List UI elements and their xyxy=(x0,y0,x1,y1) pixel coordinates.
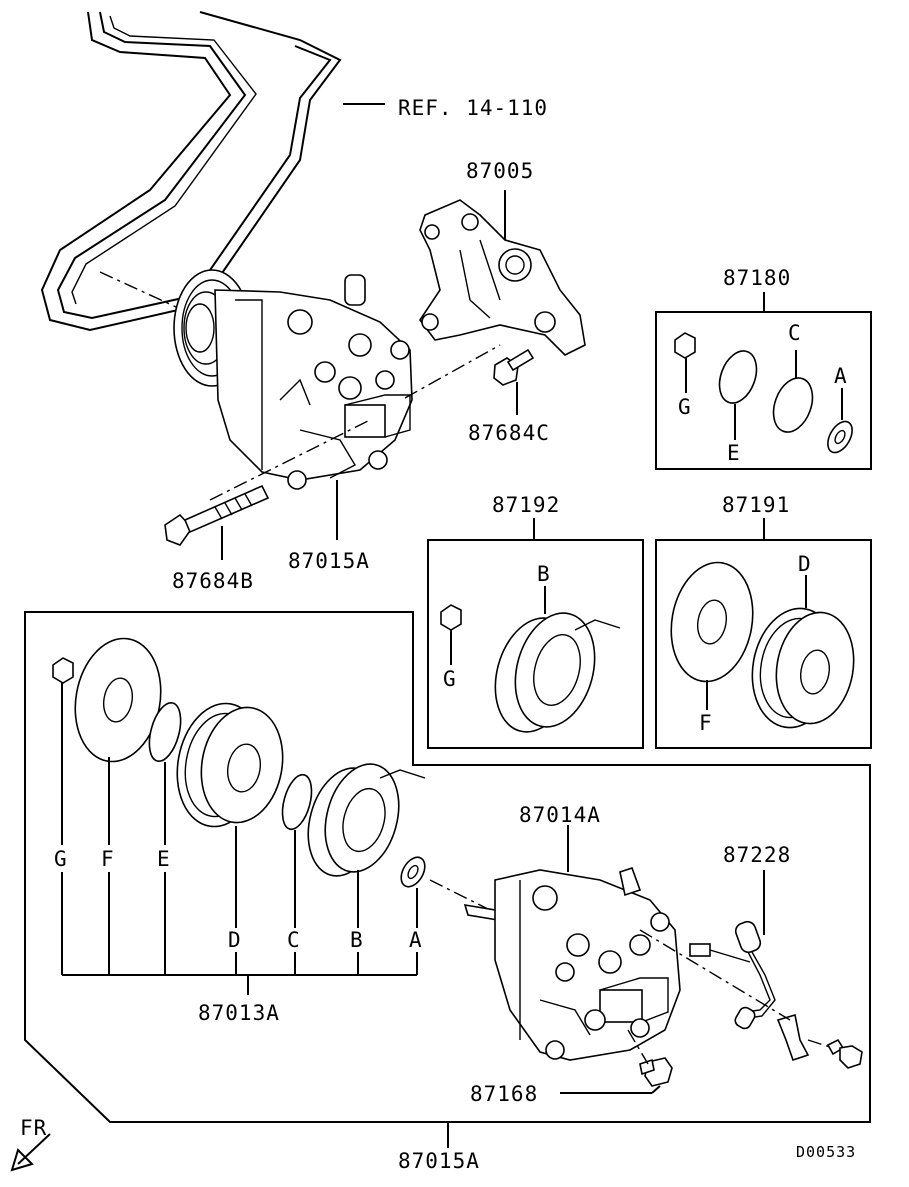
axis-relief-valve xyxy=(627,1029,649,1065)
kit-87180-e: E xyxy=(727,441,741,465)
clutch-set-bracket xyxy=(61,683,418,995)
front-arrow-icon xyxy=(10,1133,51,1172)
kit-87180-shim-a xyxy=(827,420,853,454)
kit-87191-d: D xyxy=(798,552,812,576)
kit-87192-box xyxy=(427,539,644,749)
diagram-code: D00533 xyxy=(796,1143,856,1161)
clutch-pressure-plate-f xyxy=(74,637,162,763)
clutch-f: F xyxy=(101,847,115,871)
clutch-shim-a xyxy=(400,856,426,888)
kit-87180-snap-ring-c xyxy=(772,377,814,433)
kit-87180-a: A xyxy=(834,364,848,388)
clutch-snap-ring-e xyxy=(148,701,182,763)
kit-87180-label: 87180 xyxy=(723,266,791,290)
kit-87180-box xyxy=(655,311,872,470)
compressor-body xyxy=(463,866,681,1061)
compressor-bracket xyxy=(419,199,586,356)
clutch-b: B xyxy=(350,928,364,952)
clutch-c: C xyxy=(287,928,301,952)
relief-valve xyxy=(639,1057,673,1087)
clutch-e: E xyxy=(157,847,171,871)
drive-belt xyxy=(40,11,342,332)
wiring-harness xyxy=(689,920,810,1062)
kit-87191-pulley xyxy=(751,607,855,729)
kit-87180-snap-ring-e xyxy=(718,350,758,404)
clutch-snap-ring-c xyxy=(281,773,313,831)
kit-87191-box xyxy=(655,539,872,749)
clutch-g: G xyxy=(54,847,68,871)
kit-87192-field-coil xyxy=(494,612,621,733)
kit-87191-label: 87191 xyxy=(722,493,790,517)
compressor-bottom-label: 87015A xyxy=(398,1149,480,1173)
kit-87192-label: 87192 xyxy=(492,493,560,517)
compressor-assembly-outline xyxy=(24,611,871,1123)
ref-label: REF. 14-110 xyxy=(398,96,548,120)
axis-bolt xyxy=(209,419,371,501)
relief-valve-leader-tip xyxy=(651,1085,661,1094)
clutch-set-label: 87013A xyxy=(198,1001,280,1025)
compressor-bolt xyxy=(164,484,270,546)
harness-label: 87228 xyxy=(723,843,791,867)
compressor-top xyxy=(173,269,413,490)
harness-bolt xyxy=(826,1038,863,1069)
axis-bracket xyxy=(404,344,501,399)
relief-valve-label: 87168 xyxy=(470,1082,538,1106)
bracket-label: 87005 xyxy=(466,159,534,183)
compressor-body-label: 87014A xyxy=(519,803,601,827)
kit-87191-f: F xyxy=(699,711,713,735)
kit-87191-pressure-plate xyxy=(670,561,754,683)
clutch-nut-g xyxy=(52,657,74,684)
kit-87192-b: B xyxy=(537,562,551,586)
kit-87180-nut xyxy=(674,332,696,359)
kit-87192-g: G xyxy=(443,667,457,691)
clutch-pulley-d xyxy=(176,702,284,828)
clutch-field-coil-b xyxy=(307,763,426,877)
fr-label: FR xyxy=(20,1116,47,1140)
clutch-d: D xyxy=(228,928,242,952)
bracket-bolt xyxy=(493,348,535,386)
axis-bolt-right xyxy=(807,1039,831,1048)
bracket-bolt-label: 87684C xyxy=(468,421,550,445)
kit-87180-c: C xyxy=(788,321,802,345)
clutch-a: A xyxy=(409,928,423,952)
compressor-top-label: 87015A xyxy=(288,549,370,573)
kit-87192-nut xyxy=(440,604,462,631)
compressor-bolt-label: 87684B xyxy=(172,569,254,593)
kit-87180-g: G xyxy=(678,395,692,419)
axis-harness xyxy=(639,929,791,1021)
axis-clutch xyxy=(429,879,491,911)
